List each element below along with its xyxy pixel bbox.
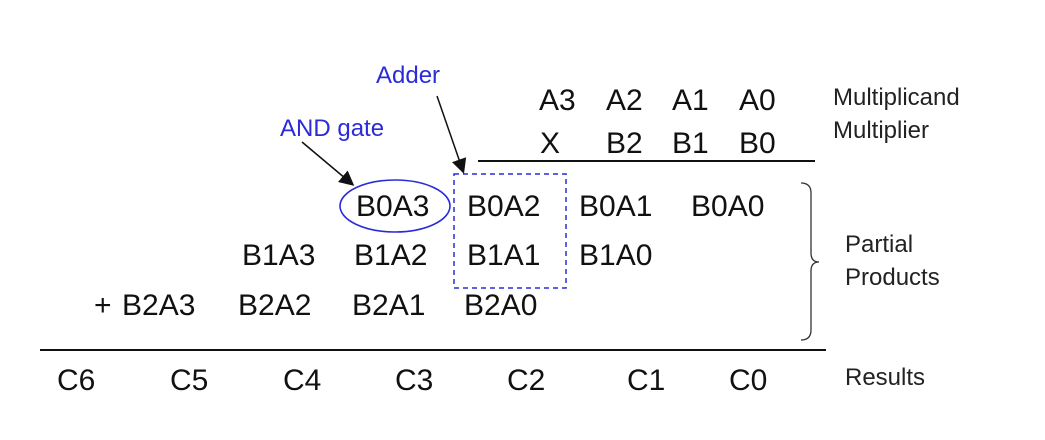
multiplier-digit: B2 [606, 127, 643, 160]
partial-product: B1A0 [579, 239, 653, 272]
and-gate-label: AND gate [280, 115, 385, 142]
partial-product: B2A2 [238, 289, 312, 322]
and-gate-arrow [301, 141, 355, 186]
result-bit: C0 [729, 364, 768, 397]
multiply-sign: X [540, 127, 561, 160]
multiplicand-label: Multiplicand [833, 84, 960, 111]
adder-label: Adder [376, 62, 441, 89]
partial-product: B0A2 [467, 190, 541, 223]
results-label: Results [845, 364, 926, 391]
adder-arrow [436, 95, 467, 174]
multiplier-digit: B1 [672, 127, 709, 160]
result-bit: C5 [170, 364, 209, 397]
partial-product: B0A3 [356, 190, 430, 223]
result-bit: C4 [283, 364, 322, 397]
multiplier-digit: B0 [739, 127, 776, 160]
result-bit: C3 [395, 364, 434, 397]
multiplicand-digit: A2 [606, 84, 643, 117]
products-label: Products [845, 264, 940, 291]
partial-product: B1A3 [242, 239, 316, 272]
result-bit: C2 [507, 364, 546, 397]
partial-label: Partial [845, 231, 914, 258]
plus-sign: + [94, 289, 112, 322]
multiplier-label: Multiplier [833, 117, 930, 144]
partial-product: B2A0 [464, 289, 538, 322]
partial-product: B1A2 [354, 239, 428, 272]
partial-product: B1A1 [467, 239, 541, 272]
partial-product: B0A0 [691, 190, 765, 223]
result-bit: C6 [57, 364, 96, 397]
multiplicand-digit: A3 [539, 84, 576, 117]
partial-product: B0A1 [579, 190, 653, 223]
multiplicand-digit: A1 [672, 84, 709, 117]
partial-product: B2A1 [352, 289, 426, 322]
partial-products-brace [800, 182, 820, 341]
multiplicand-digit: A0 [739, 84, 776, 117]
adder-dashed-box [453, 173, 567, 289]
partial-product: B2A3 [122, 289, 196, 322]
and-gate-ellipse [339, 179, 451, 233]
result-bit: C1 [627, 364, 666, 397]
